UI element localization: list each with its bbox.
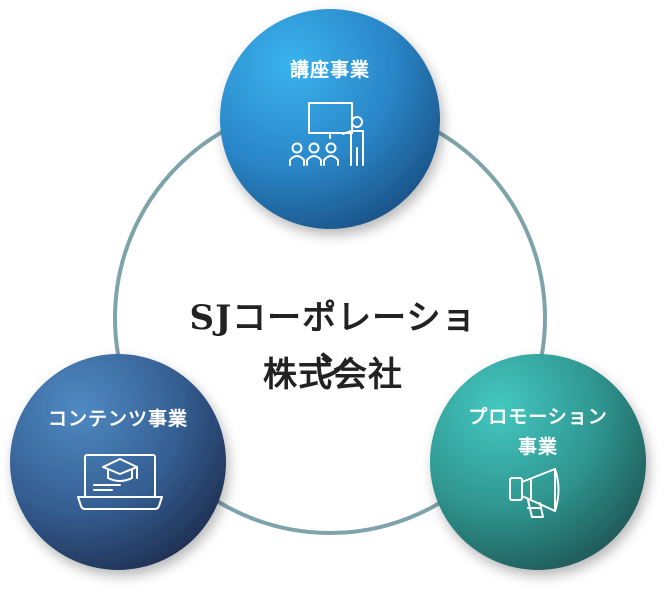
right-node-circle — [430, 354, 646, 570]
top-node-circle — [220, 9, 440, 229]
left-node-label: コンテンツ事業 — [47, 408, 188, 430]
top-node-label: 講座事業 — [289, 59, 370, 81]
left-node-circle — [10, 354, 226, 570]
megaphone-icon — [509, 468, 560, 518]
company-name-line1: SJコーポレーション — [189, 298, 477, 387]
company-name-line2: 株式会社 — [263, 355, 403, 395]
laptop-graduation-cap-icon — [77, 454, 163, 510]
right-node-label-line2: 事業 — [517, 436, 558, 458]
right-node-label-line1: プロモーション — [468, 406, 608, 428]
presentation-icon — [289, 102, 364, 166]
